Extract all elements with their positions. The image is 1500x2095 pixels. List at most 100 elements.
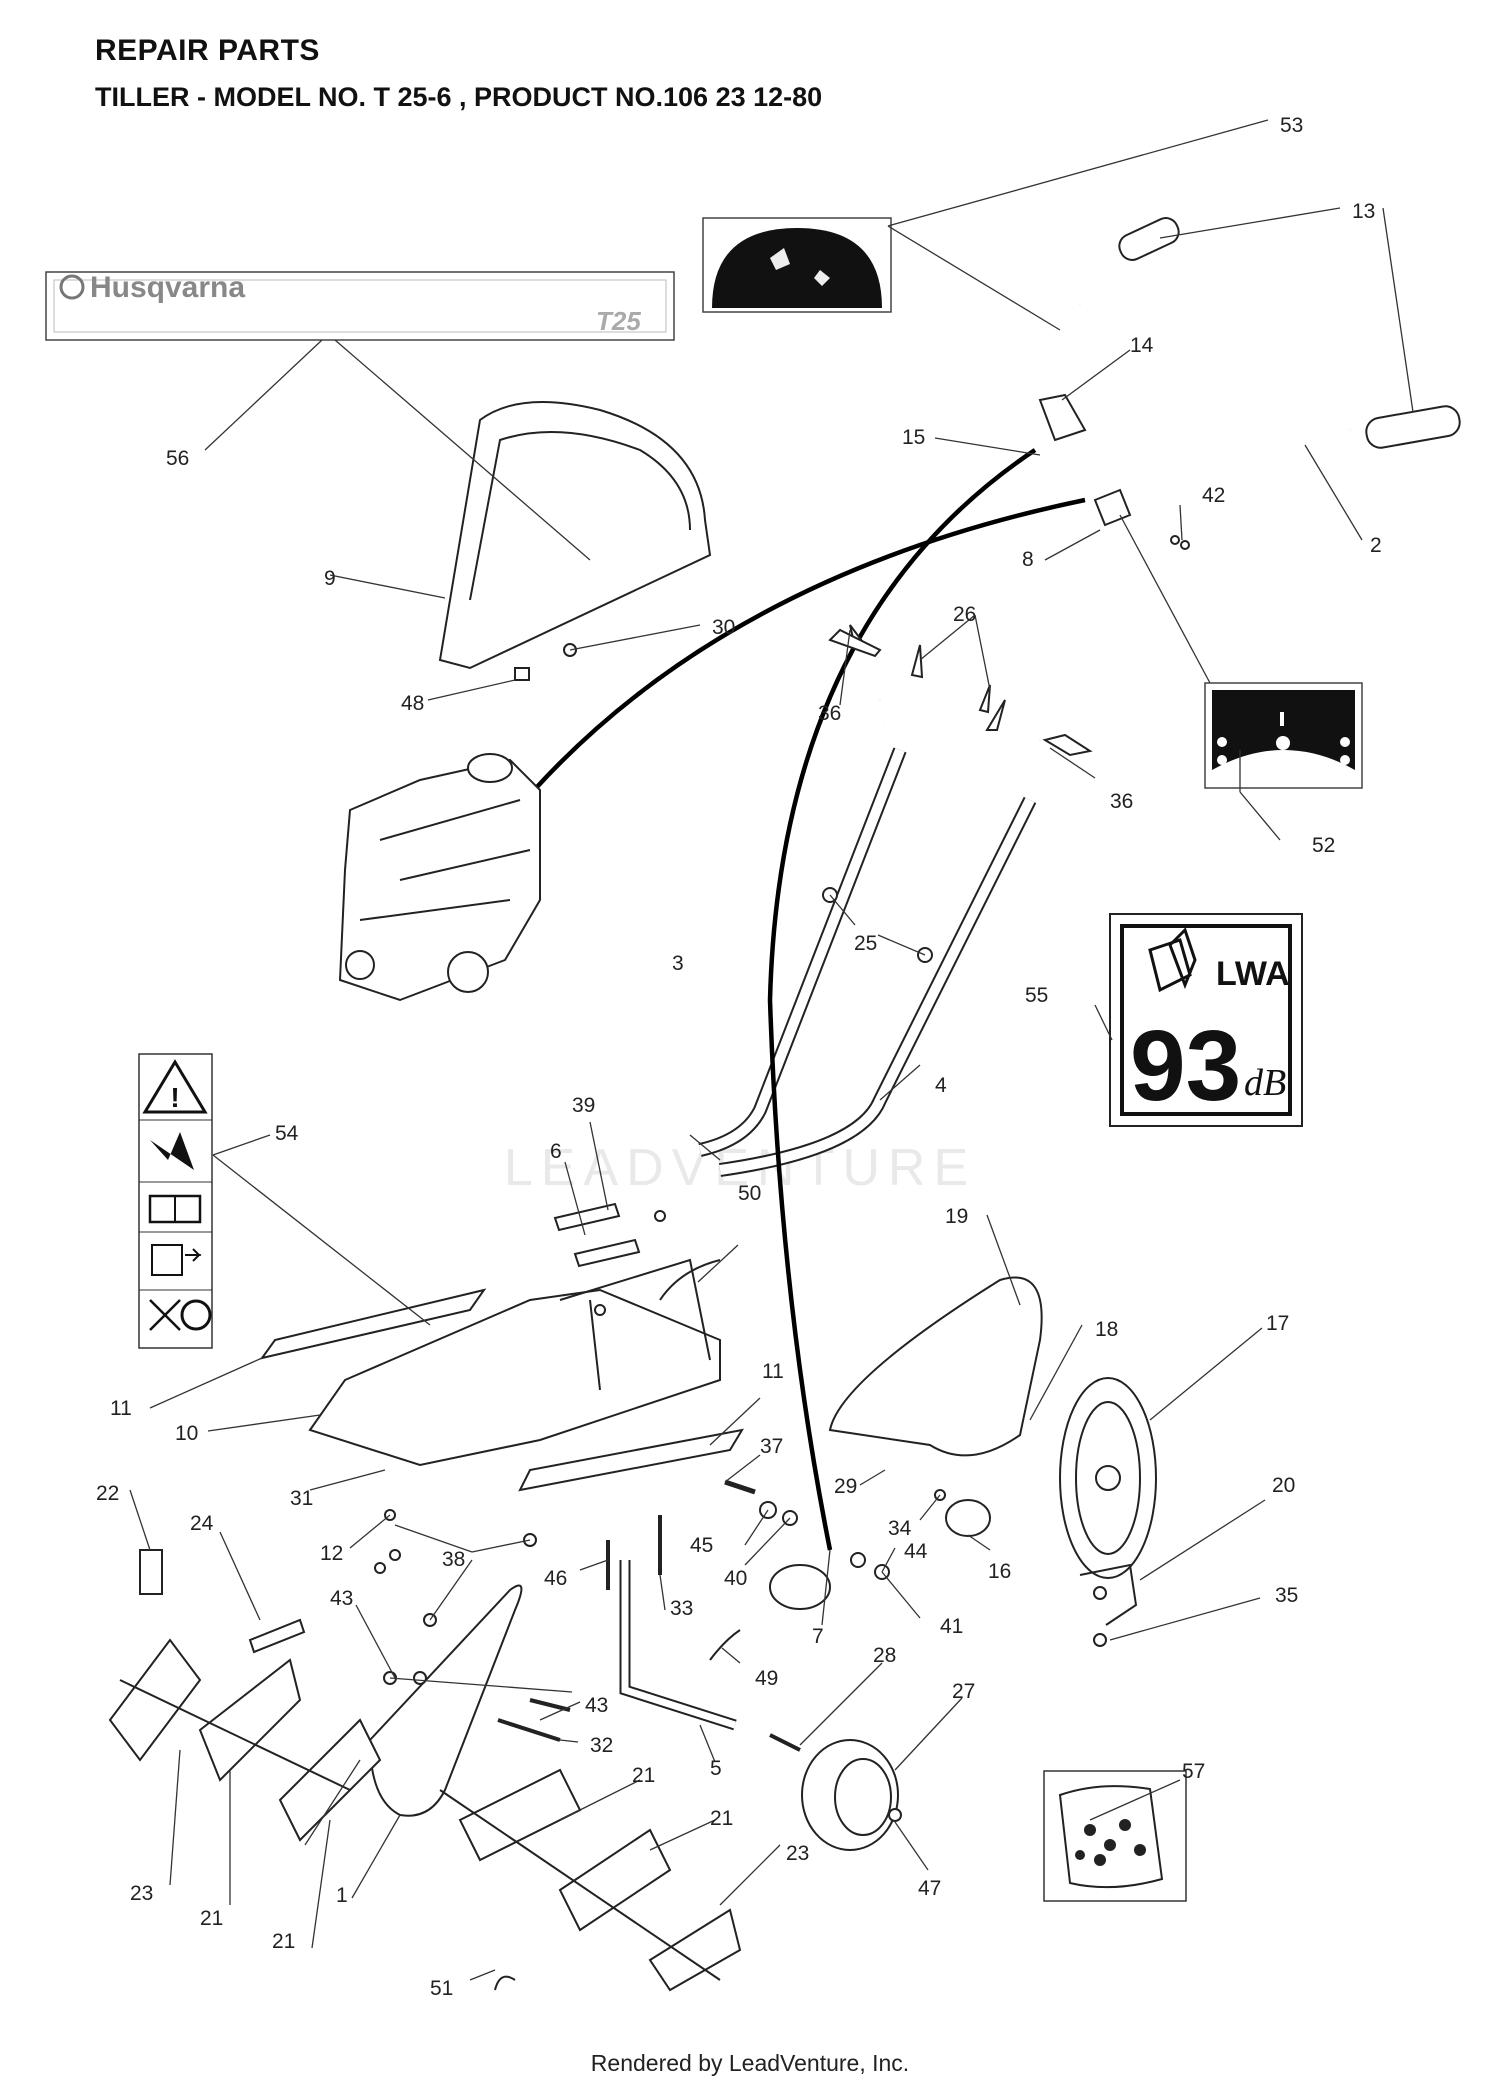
callout-43a: 43 — [330, 1587, 353, 1610]
callout-36a: 36 — [818, 702, 841, 725]
callout-16: 16 — [988, 1560, 1011, 1583]
callout-30: 30 — [712, 616, 735, 639]
callout-21a: 21 — [632, 1764, 655, 1787]
callout-4: 4 — [935, 1074, 947, 1097]
idler-pulley — [945, 1499, 991, 1537]
belt-cover — [438, 401, 712, 670]
sound-value: 93 — [1130, 1010, 1241, 1122]
callout-43b: 43 — [585, 1694, 608, 1717]
tiller-frame — [308, 1288, 721, 1467]
callout-42: 42 — [1202, 484, 1225, 507]
footer-credit: Rendered by LeadVenture, Inc. — [590, 2050, 910, 2076]
callout-2: 2 — [1370, 534, 1382, 557]
callout-47: 47 — [918, 1877, 941, 1900]
tine-warning-decal — [702, 217, 892, 313]
callout-11a: 11 — [110, 1397, 132, 1420]
callout-32: 32 — [590, 1734, 613, 1757]
wheel-bracket — [828, 1276, 1043, 1457]
callout-22: 22 — [96, 1482, 119, 1505]
leader-lines — [129, 119, 1414, 1981]
brand-model: T25 — [596, 306, 641, 336]
callout-34: 34 — [888, 1517, 912, 1540]
callout-23b: 23 — [130, 1882, 153, 1905]
callout-40: 40 — [724, 1567, 747, 1590]
callout-14: 14 — [1130, 334, 1154, 357]
callout-50: 50 — [738, 1182, 761, 1205]
tine-assembly-left — [108, 1638, 382, 1842]
hardware-bag-decal — [1043, 1770, 1187, 1902]
page-title: REPAIR PARTS — [95, 34, 320, 67]
callout-13: 13 — [1352, 200, 1375, 223]
callout-numbers: 53 13 14 15 2 42 8 56 9 30 48 26 36 36 5… — [96, 114, 1382, 2000]
callout-51: 51 — [430, 1977, 453, 2000]
right-tine-shield — [518, 1428, 745, 1492]
safety-decal: ! — [138, 1053, 213, 1349]
callout-53: 53 — [1280, 114, 1303, 137]
belt-pulley — [769, 1564, 831, 1610]
sound-db-label: dB — [1244, 1062, 1286, 1104]
callout-31: 31 — [290, 1487, 313, 1510]
throttle-lever — [1038, 393, 1087, 442]
callout-15: 15 — [902, 426, 925, 449]
callout-5: 5 — [710, 1757, 722, 1780]
callout-29: 29 — [834, 1475, 857, 1498]
callout-21b: 21 — [710, 1807, 733, 1830]
callout-8: 8 — [1022, 548, 1034, 571]
callout-57: 57 — [1182, 1760, 1205, 1783]
depth-bar — [619, 1560, 737, 1731]
sound-unit-label: LWA — [1216, 955, 1290, 993]
callout-45: 45 — [690, 1534, 713, 1557]
husqvarna-crown-icon — [59, 274, 85, 300]
brand-name: Husqvarna — [90, 271, 245, 304]
callout-35: 35 — [1275, 1584, 1298, 1607]
callout-55: 55 — [1025, 984, 1048, 1007]
callout-28: 28 — [873, 1644, 896, 1667]
callout-25: 25 — [854, 932, 877, 955]
svg-text:!: ! — [170, 1082, 179, 1113]
callout-48: 48 — [401, 692, 424, 715]
callout-9: 9 — [324, 567, 336, 590]
tine-assembly-right — [439, 1768, 742, 1992]
callout-52: 52 — [1312, 834, 1335, 857]
control-cable — [498, 497, 1086, 832]
callout-26: 26 — [953, 603, 976, 626]
brand-decal: Husqvarna T25 — [45, 271, 675, 341]
sound-level-decal: LWA 93 dB — [1109, 913, 1303, 1127]
callout-19: 19 — [945, 1205, 968, 1228]
callout-46: 46 — [544, 1567, 567, 1590]
callout-49: 49 — [755, 1667, 778, 1690]
tine-bracket-24 — [248, 1618, 306, 1654]
hairpin-50 — [659, 1259, 721, 1301]
header: REPAIR PARTS TILLER - MODEL NO. T 25-6 ,… — [95, 34, 822, 113]
callout-37: 37 — [760, 1435, 783, 1458]
tine-clip-22 — [139, 1549, 163, 1595]
throttle-decal — [1204, 682, 1363, 789]
callout-11b: 11 — [762, 1360, 784, 1383]
callout-24: 24 — [190, 1512, 214, 1535]
callout-1: 1 — [336, 1884, 348, 1907]
callout-41: 41 — [940, 1615, 963, 1638]
callout-27: 27 — [952, 1680, 975, 1703]
callout-12: 12 — [320, 1542, 343, 1565]
callout-33: 33 — [670, 1597, 693, 1620]
callout-39: 39 — [572, 1094, 595, 1117]
plates-6 — [553, 1202, 641, 1268]
callout-54: 54 — [275, 1122, 299, 1145]
callout-21c: 21 — [272, 1930, 295, 1953]
callout-6: 6 — [550, 1140, 562, 1163]
upper-handle — [875, 217, 1461, 756]
warning-icon — [142, 1059, 208, 1114]
callout-3: 3 — [672, 952, 684, 975]
page-subtitle: TILLER - MODEL NO. T 25-6 , PRODUCT NO.1… — [95, 82, 823, 112]
left-tine-shield — [259, 1288, 487, 1360]
callout-56: 56 — [166, 447, 189, 470]
depth-wheel — [801, 1739, 899, 1851]
callout-21d: 21 — [200, 1907, 223, 1930]
callout-36b: 36 — [1110, 790, 1133, 813]
callout-23a: 23 — [786, 1842, 809, 1865]
engine — [338, 753, 541, 1002]
chain-case — [368, 1584, 523, 1817]
callout-20: 20 — [1272, 1474, 1295, 1497]
clutch-lever — [1093, 488, 1132, 527]
